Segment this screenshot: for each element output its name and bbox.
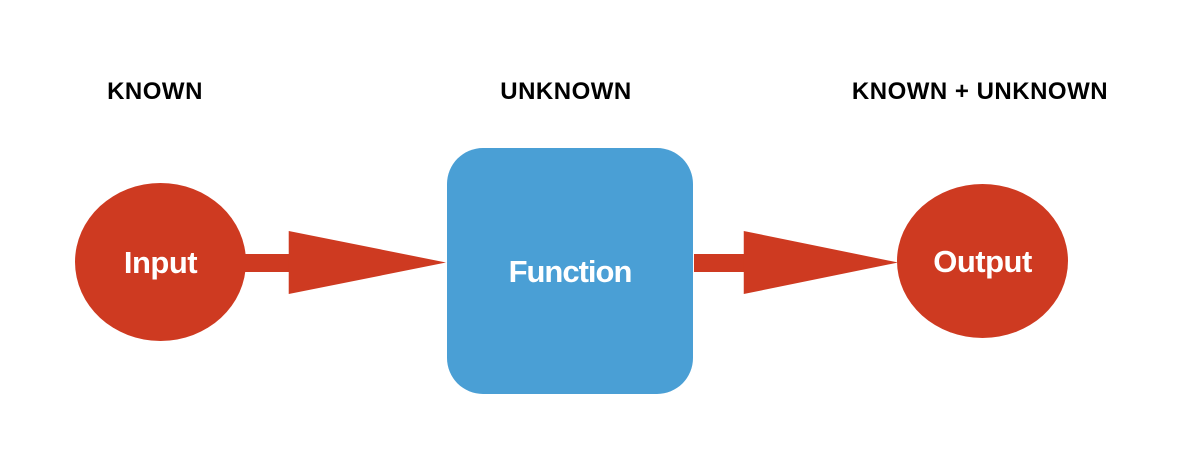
arrow-head — [743, 231, 898, 294]
input-node-label: Input — [123, 244, 198, 280]
arrow-input-to-function-icon — [238, 231, 446, 294]
label-known: KNOWN — [107, 78, 203, 105]
arrow-shaft — [238, 254, 291, 272]
arrow-shaft — [694, 254, 746, 272]
output-node-label: Output — [933, 243, 1032, 279]
arrow-function-to-output-icon — [694, 231, 898, 294]
label-unknown: UNKNOWN — [500, 78, 632, 105]
output-node: Output — [897, 184, 1068, 338]
input-node: Input — [75, 183, 246, 341]
label-known-plus-unknown: KNOWN + UNKNOWN — [851, 78, 1109, 105]
function-node-label: Function — [508, 253, 633, 289]
function-node: Function — [447, 148, 693, 394]
arrow-head — [288, 231, 446, 294]
